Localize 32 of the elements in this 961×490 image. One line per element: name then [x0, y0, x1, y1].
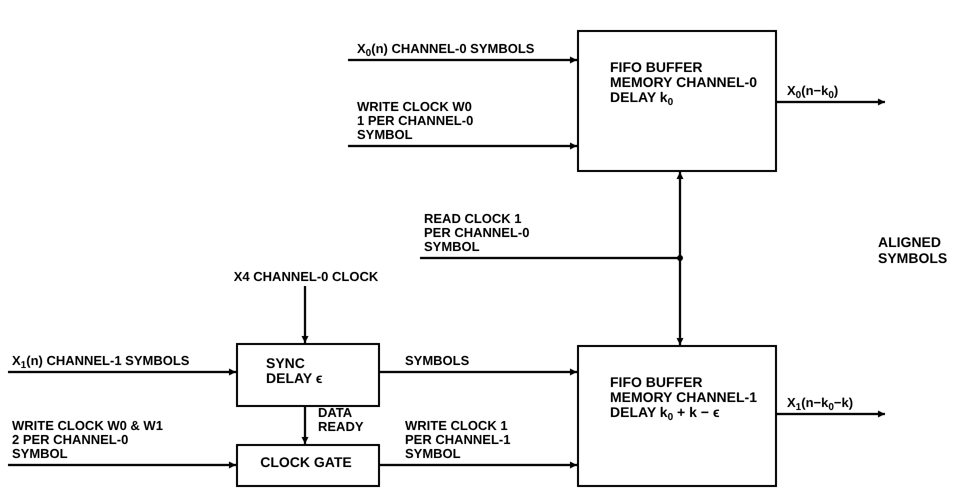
arrow [348, 142, 577, 150]
edge-label: WRITE CLOCK W0 1 PER CHANNEL-0 SYMBOL [357, 100, 474, 142]
arrow [777, 98, 885, 106]
annotation-label: ALIGNED SYMBOLS [878, 234, 948, 266]
arrow [348, 56, 577, 64]
arrow [302, 407, 308, 444]
edge-label: SYMBOLS [405, 354, 470, 368]
block-box [577, 30, 777, 172]
arrow [8, 368, 236, 376]
edge-label: WRITE CLOCK W0 & W1 2 PER CHANNEL-0 SYMBOL [12, 419, 164, 461]
block-label: SYNC DELAY ϵ [266, 356, 324, 386]
arrow [676, 258, 684, 345]
edge-label: X$_{1}$(n−k$_{0}$−k) [787, 396, 854, 410]
arrow [777, 410, 885, 418]
block-box [236, 343, 380, 407]
block-label: FIFO BUFFER MEMORY CHANNEL-0 DELAY k$_{0}$ [610, 60, 758, 105]
edge-label: X$_{0}$(n−k$_{0}$) [787, 84, 840, 98]
block-label: CLOCK GATE [259, 455, 353, 470]
block-label: FIFO BUFFER MEMORY CHANNEL-1 DELAY k$_{0}$ + k − ϵ [610, 375, 758, 420]
signal-label: X4 CHANNEL-0 CLOCK [232, 269, 380, 284]
block-box [577, 345, 777, 487]
arrow [380, 368, 577, 376]
arrow [302, 286, 308, 343]
edge-label: DATA READY [318, 406, 365, 434]
edge-label: X$_{0}$(n) CHANNEL-0 SYMBOLS [357, 42, 536, 56]
block-box [236, 444, 380, 487]
arrow [420, 172, 684, 260]
arrow [380, 462, 577, 468]
arrow [8, 462, 236, 468]
edge-label: WRITE CLOCK 1 PER CHANNEL-1 SYMBOL [405, 419, 512, 461]
edge-label: READ CLOCK 1 PER CHANNEL-0 SYMBOL [424, 212, 530, 254]
edge-label: X$_{1}$(n) CHANNEL-1 SYMBOLS [12, 354, 190, 368]
